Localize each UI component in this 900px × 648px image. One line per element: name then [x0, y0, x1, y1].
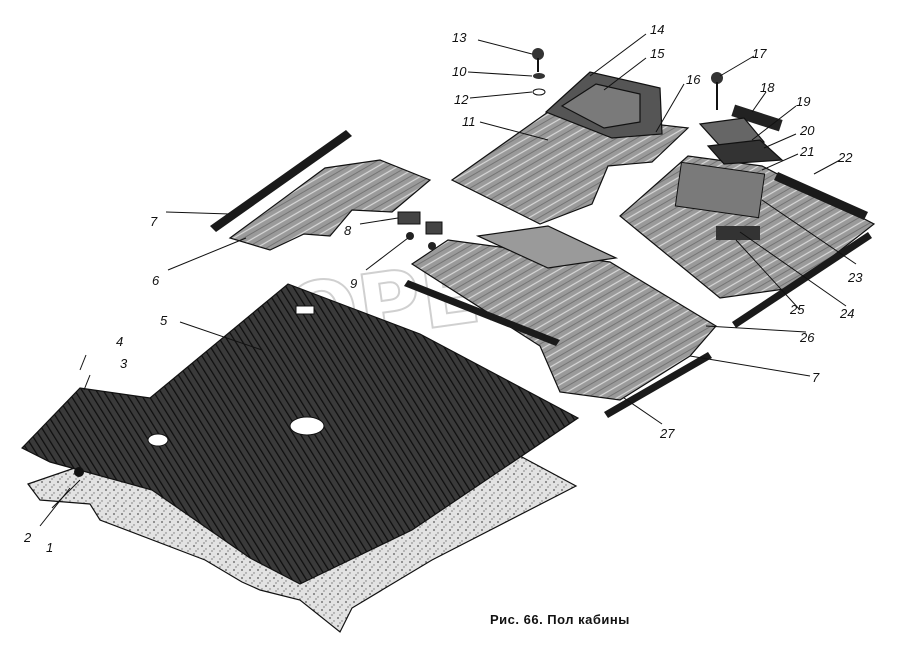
- clip-part-9b: [428, 242, 436, 250]
- rear-strip-part-22: [774, 172, 868, 220]
- callout-17: 17: [752, 46, 767, 61]
- hatch-seal-part-15: [560, 83, 641, 129]
- bracket-part-8b: [425, 221, 443, 235]
- tunnel-rail-part-27: [404, 280, 560, 346]
- callout-19: 19: [796, 94, 810, 109]
- floor-mat-pedal-hole: [147, 433, 169, 447]
- washer-part-12: [532, 88, 546, 96]
- floor-mat-slot: [295, 305, 315, 315]
- floor-mat-center-hole: [289, 416, 325, 436]
- callout-22: 22: [837, 150, 853, 165]
- side-strip-part-7: [210, 130, 352, 232]
- callout-10: 10: [452, 64, 467, 79]
- callout-24: 24: [839, 306, 854, 321]
- roller-part-18: [731, 104, 783, 132]
- callout-20: 20: [799, 123, 815, 138]
- callout-4: 4: [116, 334, 123, 349]
- rear-floor-pad-part-25: [716, 226, 760, 240]
- callout-5: 5: [160, 313, 168, 328]
- tunnel-cover-part-26: [475, 225, 619, 269]
- callout-27: 27: [659, 426, 675, 441]
- callout-2: 2: [23, 530, 32, 545]
- washer-part-10: [533, 73, 545, 79]
- callout-14: 14: [650, 22, 664, 37]
- callout-26: 26: [799, 330, 815, 345]
- bracket-part-8: [397, 211, 421, 225]
- callout-12: 12: [454, 92, 469, 107]
- callout-21: 21: [799, 144, 814, 159]
- plate-part-19: [698, 117, 766, 147]
- plate-part-20: [706, 139, 784, 165]
- callout-9: 9: [350, 276, 357, 291]
- callout-11: 11: [462, 114, 476, 129]
- callout-13: 13: [452, 30, 467, 45]
- rear-strip-part-24: [732, 232, 872, 328]
- knob-part-17: [711, 72, 723, 84]
- side-panel-part-6: [228, 159, 432, 251]
- callout-18: 18: [760, 80, 775, 95]
- floor-mat-bolt-hole: [74, 467, 84, 477]
- callout-3: 3: [120, 356, 128, 371]
- rear-floor-insert-part-21: [674, 161, 766, 219]
- leader-lines: [39, 33, 857, 527]
- callout-23: 23: [847, 270, 863, 285]
- callout-7: 7: [150, 214, 158, 229]
- figure-caption: Рис. 66. Пол кабины: [490, 612, 630, 627]
- callout-16: 16: [686, 72, 701, 87]
- callout-8: 8: [344, 223, 352, 238]
- callout-1: 1: [46, 540, 53, 555]
- callout-15: 15: [650, 46, 665, 61]
- bolt-part-13: [532, 48, 544, 60]
- callout-25: 25: [789, 302, 805, 317]
- callout-6: 6: [152, 273, 160, 288]
- tunnel-strip-part-7b: [604, 352, 712, 418]
- callout-7-right: 7: [812, 370, 820, 385]
